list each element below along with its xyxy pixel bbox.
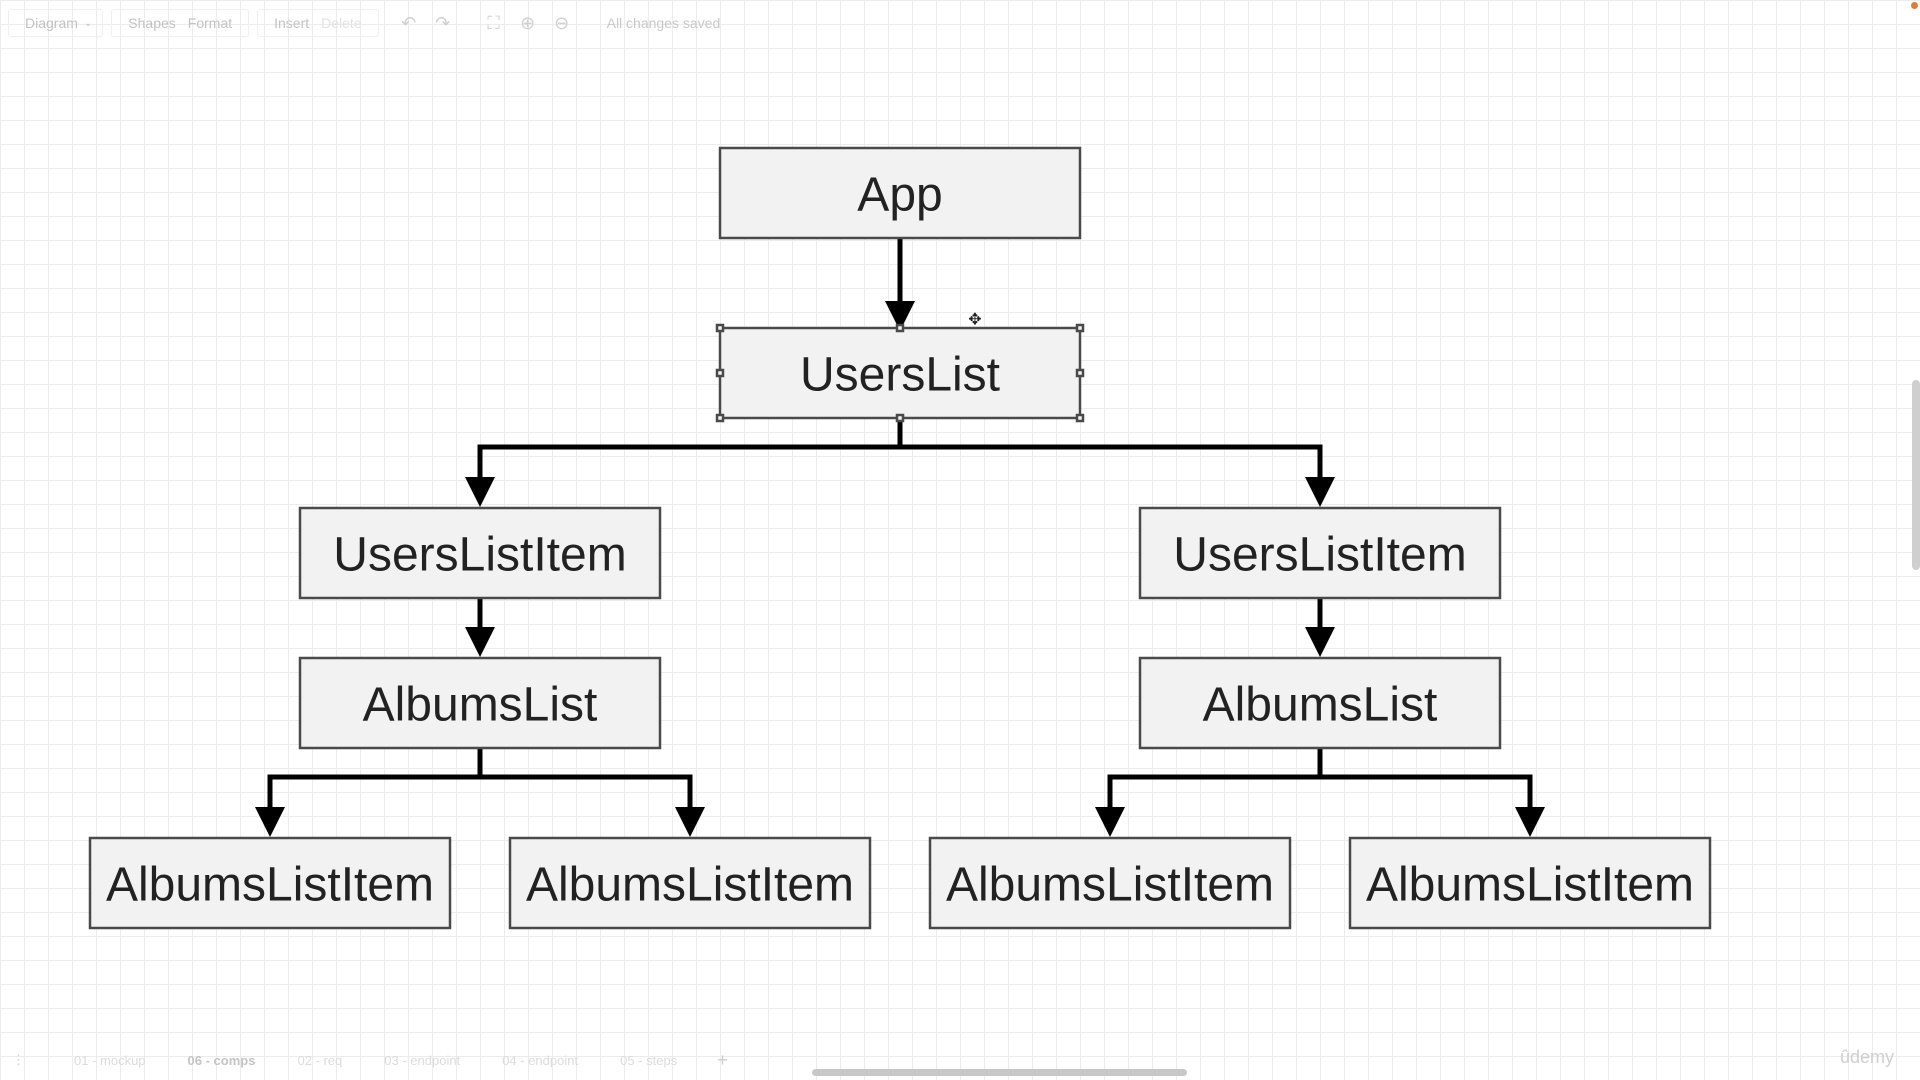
edge-albumslist-to-albumslistitem-1[interactable]: [255, 748, 483, 837]
node-albumslist-right-label: AlbumsList: [1203, 679, 1438, 732]
format-button[interactable]: Format: [187, 15, 233, 31]
edge-albumslist-to-albumslistitem-3[interactable]: [1095, 748, 1323, 837]
delete-button[interactable]: Delete: [321, 15, 362, 31]
zoom-out-icon[interactable]: ⊖: [554, 12, 570, 33]
edge-userslist-to-userslistitem-right[interactable]: [897, 418, 1335, 507]
node-userslistitem-left[interactable]: UsersListItem: [298, 506, 662, 600]
node-albumslistitem-2[interactable]: AlbumsListItem: [508, 836, 872, 930]
node-albumslist-right[interactable]: AlbumsList: [1138, 656, 1502, 750]
node-app-label: App: [857, 169, 942, 222]
insert-button[interactable]: Insert: [274, 15, 310, 31]
move-cursor-icon: ✥: [968, 312, 981, 329]
chevron-down-icon: ⌄: [83, 17, 93, 29]
node-albumslistitem-3-label: AlbumsListItem: [946, 859, 1274, 912]
page-tab-03-endpoint[interactable]: 03 - endpoint: [384, 1052, 461, 1068]
page-tab-05-steps[interactable]: 05 - steps: [620, 1052, 678, 1068]
node-albumslistitem-1[interactable]: AlbumsListItem: [88, 836, 452, 930]
page-tab-01-mockup[interactable]: 01 - mockup: [74, 1052, 146, 1068]
node-albumslistitem-2-label: AlbumsListItem: [526, 859, 854, 912]
node-userslistitem-left-label: UsersListItem: [333, 529, 626, 582]
fullscreen-icon[interactable]: ⛶: [487, 12, 500, 33]
panel-toggle-group: Shapes Format: [111, 9, 250, 37]
diagram-menu[interactable]: Diagram ⌄: [8, 9, 104, 37]
vertical-scrollbar[interactable]: [1912, 380, 1920, 570]
zoom-in-icon[interactable]: ⊕: [520, 12, 536, 33]
node-albumslistitem-4-label: AlbumsListItem: [1366, 859, 1694, 912]
node-albumslist-left-label: AlbumsList: [363, 679, 598, 732]
edit-group: Insert Delete: [257, 9, 379, 37]
edges: [255, 238, 1545, 837]
add-page-button[interactable]: +: [717, 1049, 728, 1070]
node-userslistitem-right-label: UsersListItem: [1173, 529, 1466, 582]
redo-icon[interactable]: ↷: [435, 12, 451, 33]
edge-albumslist-to-albumslistitem-4[interactable]: [1317, 748, 1545, 837]
node-app[interactable]: App: [718, 146, 1082, 240]
page-tab-04-endpoint[interactable]: 04 - endpoint: [502, 1052, 579, 1068]
shapes-button[interactable]: Shapes: [128, 15, 176, 31]
page-menu-icon[interactable]: ⋮: [12, 1052, 25, 1067]
node-albumslistitem-3[interactable]: AlbumsListItem: [928, 836, 1292, 930]
diagram-menu-label[interactable]: Diagram: [25, 15, 78, 31]
edge-albumslist-to-albumslistitem-2[interactable]: [477, 748, 705, 837]
save-status: All changes saved: [606, 15, 721, 31]
horizontal-scrollbar[interactable]: [812, 1069, 1187, 1076]
edge-userslist-to-userslistitem-left[interactable]: [465, 418, 903, 507]
node-albumslistitem-4[interactable]: AlbumsListItem: [1348, 836, 1712, 930]
toolbar: Diagram ⌄ Shapes Format Insert Delete ↶ …: [0, 0, 1900, 46]
node-albumslist-left[interactable]: AlbumsList: [298, 656, 662, 750]
page-tab-02-req[interactable]: 02 - req: [297, 1052, 343, 1068]
node-userslist[interactable]: UsersList ✥: [715, 312, 1085, 423]
page-tab-06-comps[interactable]: 06 - comps: [187, 1052, 256, 1068]
node-userslistitem-right[interactable]: UsersListItem: [1138, 506, 1502, 600]
notification-dot: [1911, 2, 1918, 9]
udemy-watermark: ûdemy: [1839, 1047, 1894, 1067]
node-userslist-label: UsersList: [800, 349, 1000, 402]
node-albumslistitem-1-label: AlbumsListItem: [106, 859, 434, 912]
undo-icon[interactable]: ↶: [401, 12, 417, 33]
selection-handles[interactable]: [715, 323, 1085, 423]
page-tabs-bar: ⋮ 01 - mockup 06 - comps 02 - req 03 - e…: [0, 1040, 1920, 1080]
